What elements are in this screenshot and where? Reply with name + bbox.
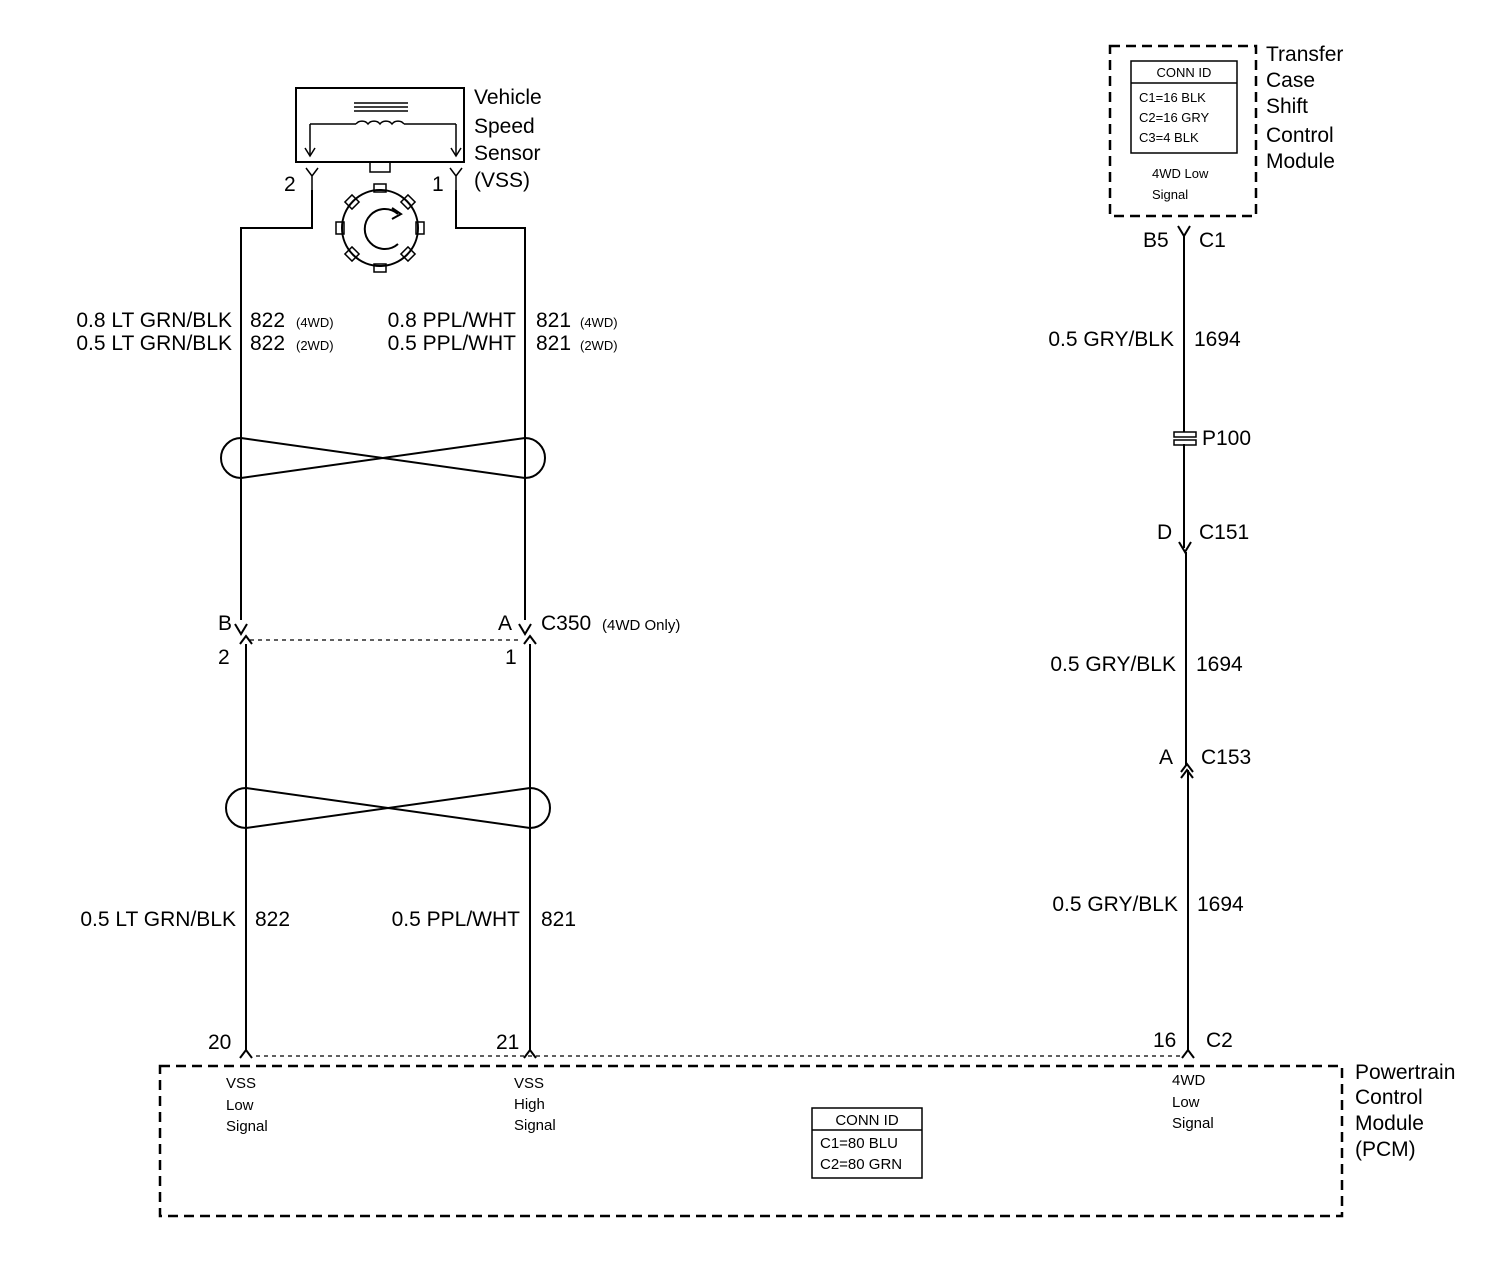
circuit-822-wire: [240, 190, 313, 1050]
vss-name-line-4: (VSS): [474, 169, 530, 192]
pcm-pin-16: 16: [1153, 1029, 1176, 1052]
c153-connector: A C153: [1159, 746, 1251, 779]
vss-name-line-2: Speed: [474, 115, 535, 138]
tccm-signal-line-2: Signal: [1152, 187, 1188, 202]
wire-1694-seg3-label: 0.5 GRY/BLK: [1052, 893, 1178, 916]
vss-pin-2: 2: [284, 173, 296, 196]
coil-icon: [355, 120, 405, 126]
c350-name: C350: [541, 612, 591, 635]
vss-name-line-1: Vehicle: [474, 86, 542, 109]
wire-822-4wd-circuit: 822: [250, 309, 285, 332]
pcm-conn-c2: C2=80 GRN: [820, 1156, 902, 1173]
tccm-conn-id-title: CONN ID: [1157, 65, 1212, 80]
pcm-boundary: [158, 1064, 1344, 1218]
tccm-name-line-5: Module: [1266, 150, 1335, 173]
vss-low-line-3: Signal: [226, 1118, 268, 1135]
wire-1694-seg1-circuit: 1694: [1194, 328, 1241, 351]
wire-821-lower-circuit: 821: [541, 908, 576, 931]
wire-821-2wd-note: (2WD): [580, 338, 618, 353]
p100-splice: P100: [1173, 427, 1251, 450]
tccm-name-line-4: Control: [1266, 124, 1334, 147]
c350-pin-1: 1: [505, 646, 517, 669]
wire-822-lower-circuit: 822: [255, 908, 290, 931]
circuit-821-wire: [455, 190, 531, 1050]
pcm-pin-20: 20: [208, 1031, 231, 1054]
wire-1694-seg2-circuit: 1694: [1196, 653, 1243, 676]
vss-sensor: 2 1 Vehicle Speed Sensor (VSS): [284, 86, 542, 273]
wire-821-4wd-label: 0.8 PPL/WHT: [388, 309, 517, 332]
c350-note: (4WD Only): [602, 617, 680, 634]
c350-connector: B 2 A 1 C350 (4WD Only): [218, 612, 680, 669]
pcm-name-line-4: (PCM): [1355, 1138, 1416, 1161]
pcm-pin-21: 21: [496, 1031, 519, 1054]
pcm-conn-c1: C1=80 BLU: [820, 1135, 898, 1152]
tccm-name-line-3: Shift: [1266, 95, 1308, 118]
wire-821-lower-label: 0.5 PPL/WHT: [392, 908, 521, 931]
pcm-name-line-3: Module: [1355, 1112, 1424, 1135]
c151-pin-d: D: [1157, 521, 1172, 544]
pcm-name-line-2: Control: [1355, 1086, 1423, 1109]
c153-name: C153: [1201, 746, 1251, 769]
c350-pin-2: 2: [218, 646, 230, 669]
vss-low-line-2: Low: [226, 1097, 254, 1114]
tccm-signal-line-1: 4WD Low: [1152, 166, 1209, 181]
tccm-name-line-2: Case: [1266, 69, 1315, 92]
tccm-module: CONN ID C1=16 BLK C2=16 GRY C3=4 BLK 4WD…: [1108, 43, 1343, 252]
fwd-low-line-1: 4WD: [1172, 1072, 1206, 1089]
vss-high-line-2: High: [514, 1096, 545, 1113]
wire-822-2wd-note: (2WD): [296, 338, 334, 353]
wire-1694-seg2-label: 0.5 GRY/BLK: [1050, 653, 1176, 676]
pcm-connector-c2: C2: [1206, 1029, 1233, 1052]
wire-822-lower-label: 0.5 LT GRN/BLK: [80, 908, 236, 931]
pcm-name-line-1: Powertrain: [1355, 1061, 1455, 1084]
wire-821-2wd-label: 0.5 PPL/WHT: [388, 332, 517, 355]
wire-822-2wd-label: 0.5 LT GRN/BLK: [76, 332, 232, 355]
vss-name-line-3: Sensor: [474, 142, 541, 165]
tccm-conn-c3: C3=4 BLK: [1139, 130, 1199, 145]
tccm-connector-c1: C1: [1199, 229, 1226, 252]
c151-name: C151: [1199, 521, 1249, 544]
wire-821-4wd-circuit: 821: [536, 309, 571, 332]
c350-pin-b: B: [218, 612, 232, 635]
vss-high-line-1: VSS: [514, 1075, 544, 1092]
vss-high-line-3: Signal: [514, 1117, 556, 1134]
tccm-pin-b5: B5: [1143, 229, 1169, 252]
pcm-conn-id-title: CONN ID: [835, 1112, 899, 1129]
p100-label: P100: [1202, 427, 1251, 450]
wire-822-4wd-note: (4WD): [296, 315, 334, 330]
wire-821-2wd-circuit: 821: [536, 332, 571, 355]
c153-pin-a: A: [1159, 746, 1173, 769]
c151-connector: D C151: [1157, 521, 1249, 554]
twisted-pair-upper-icon: [220, 436, 546, 480]
vss-low-line-1: VSS: [226, 1075, 256, 1092]
wire-822-4wd-label: 0.8 LT GRN/BLK: [76, 309, 232, 332]
fwd-low-line-3: Signal: [1172, 1115, 1214, 1132]
circuit-1694-wire: [1183, 236, 1189, 1050]
c350-pin-a: A: [498, 612, 512, 635]
wire-821-4wd-note: (4WD): [580, 315, 618, 330]
tccm-conn-c2: C2=16 GRY: [1139, 110, 1210, 125]
tccm-conn-c1: C1=16 BLK: [1139, 90, 1206, 105]
wire-822-2wd-circuit: 822: [250, 332, 285, 355]
twisted-pair-lower-icon: [225, 786, 551, 830]
wire-1694-seg3-circuit: 1694: [1197, 893, 1244, 916]
pcm-module: 20 21 16 C2 VSS Low Signal VSS High Sign…: [158, 1029, 1455, 1218]
tccm-conn-id-box: [1130, 60, 1238, 154]
vss-pin-1: 1: [432, 173, 444, 196]
wire-1694-seg1-label: 0.5 GRY/BLK: [1048, 328, 1174, 351]
fwd-low-line-2: Low: [1172, 1094, 1200, 1111]
reluctor-wheel-icon: [335, 183, 425, 273]
tccm-boundary: [1108, 44, 1258, 218]
tccm-name-line-1: Transfer: [1266, 43, 1343, 66]
pcm-conn-id-box: [811, 1107, 923, 1179]
